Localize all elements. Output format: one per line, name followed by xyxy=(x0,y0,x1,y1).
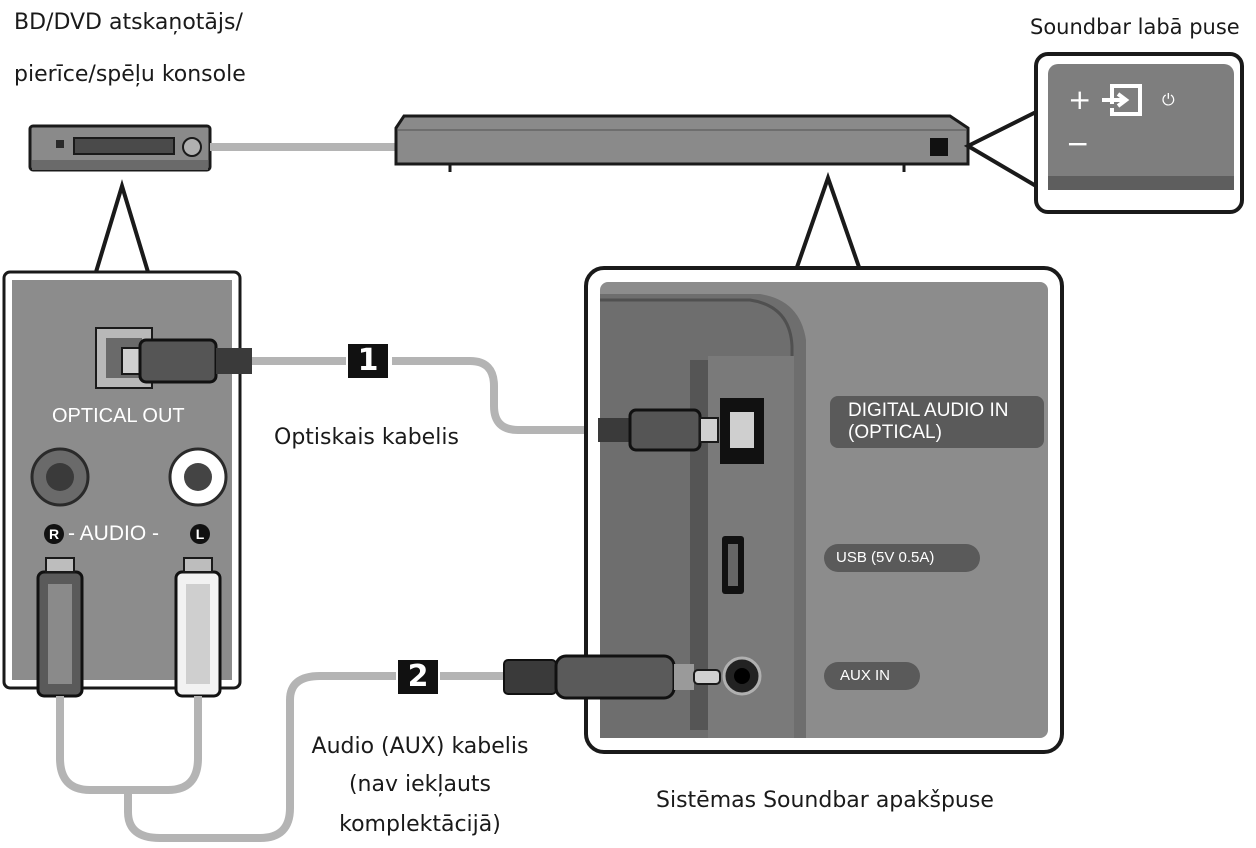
aux-cable-label-line3: komplektācijā) xyxy=(339,812,501,837)
volume-down-button: − xyxy=(1066,127,1090,160)
aux-in-label: AUX IN xyxy=(840,667,891,684)
optical-cable-label: Optiskais kabelis xyxy=(274,425,459,450)
source-device xyxy=(28,124,212,172)
right-side-callout xyxy=(963,110,1038,188)
source-device-label-line1: BD/DVD atskaņotājs/ xyxy=(14,10,243,35)
soundbar-bottom-label: Sistēmas Soundbar apakšpuse xyxy=(656,788,994,813)
audio-center-label: - AUDIO - xyxy=(68,522,160,545)
optical-plug-left xyxy=(121,338,252,384)
aux-cable-segment xyxy=(440,672,506,680)
soundbar-bottom-panel xyxy=(584,171,1064,754)
aux-cable-wire xyxy=(56,672,396,842)
aux-cable-label-line2: (nav iekļauts xyxy=(348,772,492,797)
digital-audio-in-label-line1: DIGITAL AUDIO IN xyxy=(848,400,1009,421)
step-1-badge: 1 xyxy=(348,344,388,378)
aux-plug xyxy=(503,654,721,700)
aux-cable-label-line1: Audio (AUX) kabelis xyxy=(311,734,529,759)
optical-cable-wire xyxy=(252,357,600,434)
audio-l-badge: L xyxy=(190,524,210,544)
soundbar xyxy=(394,114,970,172)
digital-audio-in-label-line2: (OPTICAL) xyxy=(848,422,942,443)
audio-r-badge: R xyxy=(44,524,64,544)
device-to-soundbar-cable xyxy=(210,143,396,151)
optical-out-label: OPTICAL OUT xyxy=(52,405,185,427)
usb-port-label: USB (5V 0.5A) xyxy=(836,549,935,566)
soundbar-right-side-panel xyxy=(1034,52,1244,214)
power-icon: ⏻ xyxy=(1162,90,1175,109)
source-device-label-line2: pierīce/spēļu konsole xyxy=(14,62,246,87)
optical-plug-right xyxy=(598,408,719,452)
device-back-panel xyxy=(2,179,242,698)
volume-up-button: + xyxy=(1068,83,1092,116)
soundbar-right-side-label: Soundbar labā puse xyxy=(1030,15,1240,39)
step-2-badge: 2 xyxy=(398,660,438,694)
